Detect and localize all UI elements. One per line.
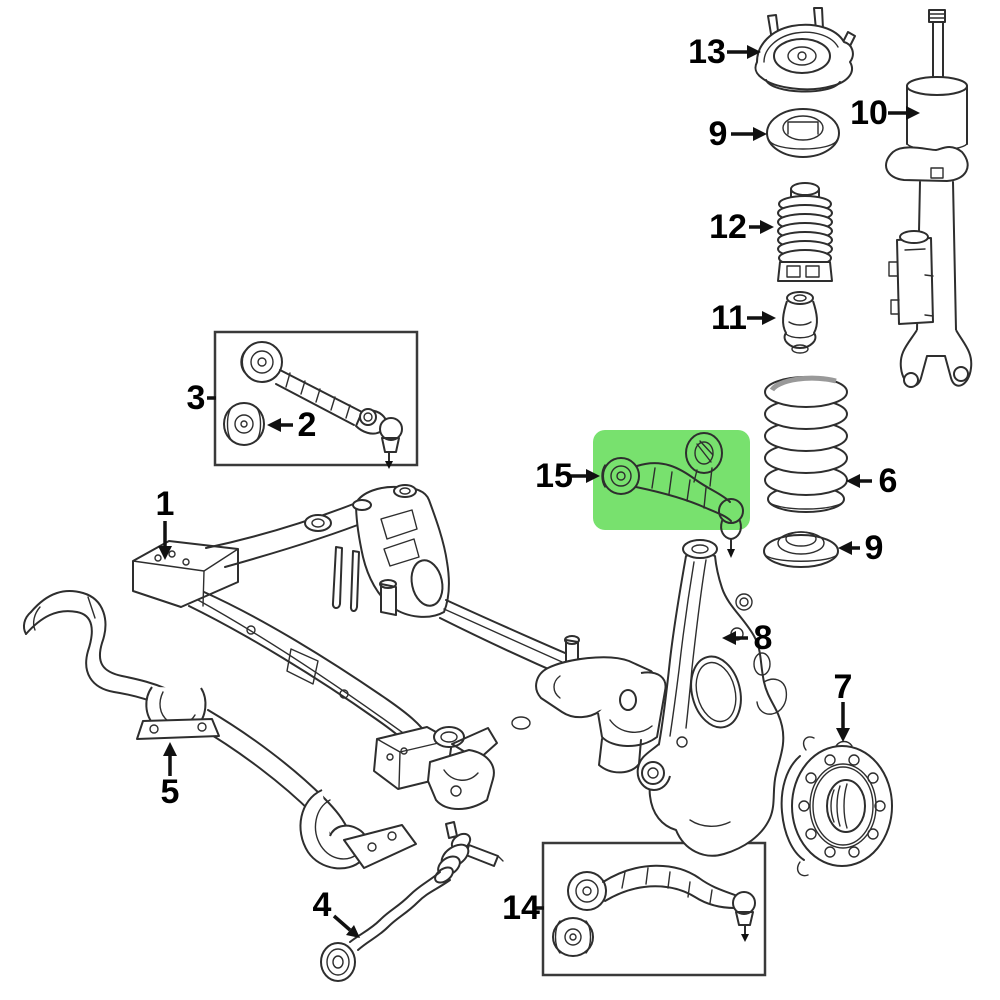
callout-arrow-4 bbox=[332, 914, 360, 938]
callout-label-10[interactable]: 10 bbox=[850, 94, 888, 132]
callout-label-9-upper[interactable]: 9 bbox=[708, 115, 728, 153]
callout-arrow-9-upper bbox=[731, 127, 767, 141]
shock-absorber-drawing bbox=[885, 9, 973, 388]
callout-label-12[interactable]: 12 bbox=[709, 208, 747, 246]
callout-arrow-13 bbox=[727, 45, 761, 59]
callout-label-7[interactable]: 7 bbox=[833, 668, 853, 706]
callout-arrow-9-lower bbox=[838, 541, 860, 555]
callout-arrow-15 bbox=[571, 469, 600, 483]
callout-label-3[interactable]: 3 bbox=[186, 379, 206, 417]
lower-control-arm-group-box-2 bbox=[541, 841, 767, 977]
callout-arrow-8 bbox=[722, 631, 748, 645]
callout-label-11[interactable]: 11 bbox=[711, 299, 747, 337]
callout-arrow-7 bbox=[836, 702, 850, 742]
steering-knuckle-drawing bbox=[636, 539, 788, 857]
stabilizer-bar-drawing bbox=[22, 590, 417, 870]
stabilizer-link-drawing bbox=[320, 821, 504, 982]
wheel-hub-drawing bbox=[780, 736, 893, 877]
callout-label-2[interactable]: 2 bbox=[297, 406, 317, 444]
strut-bearing-drawing bbox=[766, 108, 840, 158]
control-arm-bushing-drawing bbox=[223, 402, 265, 446]
strut-mount-drawing bbox=[754, 7, 856, 93]
coil-spring-drawing bbox=[764, 375, 848, 513]
callout-arrow-11 bbox=[747, 311, 776, 325]
spring-pad-drawing bbox=[763, 531, 839, 568]
callout-label-6[interactable]: 6 bbox=[878, 462, 898, 500]
callout-label-1[interactable]: 1 bbox=[155, 485, 175, 523]
callout-arrow-5 bbox=[163, 742, 177, 776]
callout-label-5[interactable]: 5 bbox=[160, 773, 180, 811]
callout-arrow-2 bbox=[267, 418, 293, 432]
callout-arrow-1 bbox=[158, 521, 172, 560]
dust-boot-drawing bbox=[777, 182, 833, 282]
callout-label-13[interactable]: 13 bbox=[688, 33, 726, 71]
callout-arrow-6 bbox=[846, 474, 872, 488]
lower-control-arm-group-box bbox=[213, 330, 419, 469]
callout-label-14[interactable]: 14 bbox=[502, 889, 540, 927]
stabilizer-bar-bracket-drawing bbox=[136, 686, 220, 740]
subframe-crossmember-drawing bbox=[132, 484, 667, 810]
callout-label-9-lower[interactable]: 9 bbox=[864, 529, 884, 567]
callout-label-4[interactable]: 4 bbox=[312, 886, 332, 924]
callout-arrows bbox=[158, 45, 920, 938]
callout-label-15[interactable]: 15 bbox=[535, 457, 573, 495]
callout-label-8[interactable]: 8 bbox=[753, 619, 773, 657]
callout-arrow-12 bbox=[749, 220, 774, 234]
callout-arrow-10 bbox=[888, 106, 920, 120]
bump-stop-drawing bbox=[782, 291, 818, 354]
upper-control-arm-drawing bbox=[601, 432, 744, 558]
